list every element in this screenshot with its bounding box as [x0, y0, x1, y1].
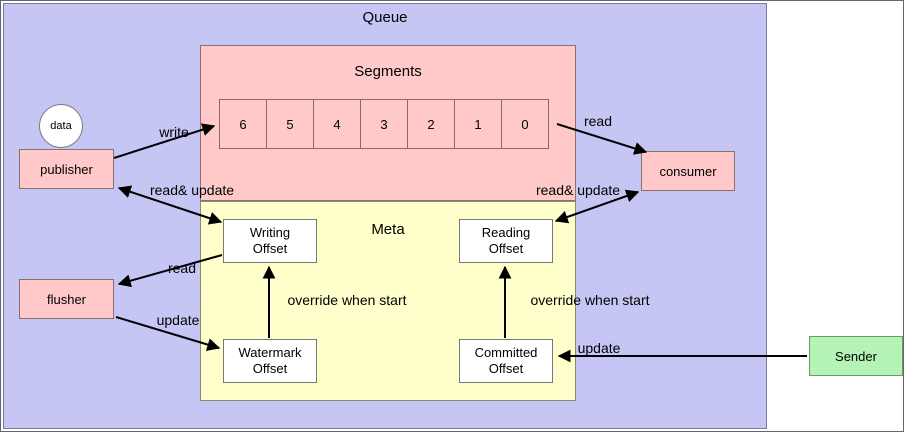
edge-label-read: read	[583, 113, 613, 129]
segment-cell: 3	[360, 99, 408, 149]
edge-label-sender-update: update	[577, 340, 621, 356]
edge-label-consumer-read-update: read& update	[535, 182, 621, 198]
flusher-node: flusher	[19, 279, 114, 319]
edge-label-write: write	[159, 124, 189, 140]
edge-label-publisher-read-update: read& update	[149, 182, 235, 198]
reading-offset-box: Reading Offset	[459, 219, 553, 263]
edge-label-flusher-read: read	[167, 260, 197, 276]
segment-cell: 0	[501, 99, 549, 149]
publisher-node: publisher	[19, 149, 114, 189]
consumer-node: consumer	[641, 151, 735, 191]
sender-node: Sender	[809, 336, 903, 376]
segments-title: Segments	[354, 63, 422, 80]
writing-offset-box: Writing Offset	[223, 219, 317, 263]
segment-cells-row: 6 5 4 3 2 1 0	[219, 99, 549, 149]
committed-offset-box: Committed Offset	[459, 339, 553, 383]
data-circle: data	[39, 104, 83, 148]
segment-cell: 6	[219, 99, 267, 149]
segment-cell: 1	[454, 99, 502, 149]
edge-label-flusher-update: update	[156, 312, 200, 328]
meta-title: Meta	[371, 221, 405, 238]
queue-title: Queue	[362, 9, 408, 26]
segment-cell: 2	[407, 99, 455, 149]
segment-cell: 5	[266, 99, 314, 149]
segment-cell: 4	[313, 99, 361, 149]
edge-label-override-reading: override when start	[530, 292, 650, 308]
watermark-offset-box: Watermark Offset	[223, 339, 317, 383]
edge-label-override-writing: override when start	[287, 292, 407, 308]
